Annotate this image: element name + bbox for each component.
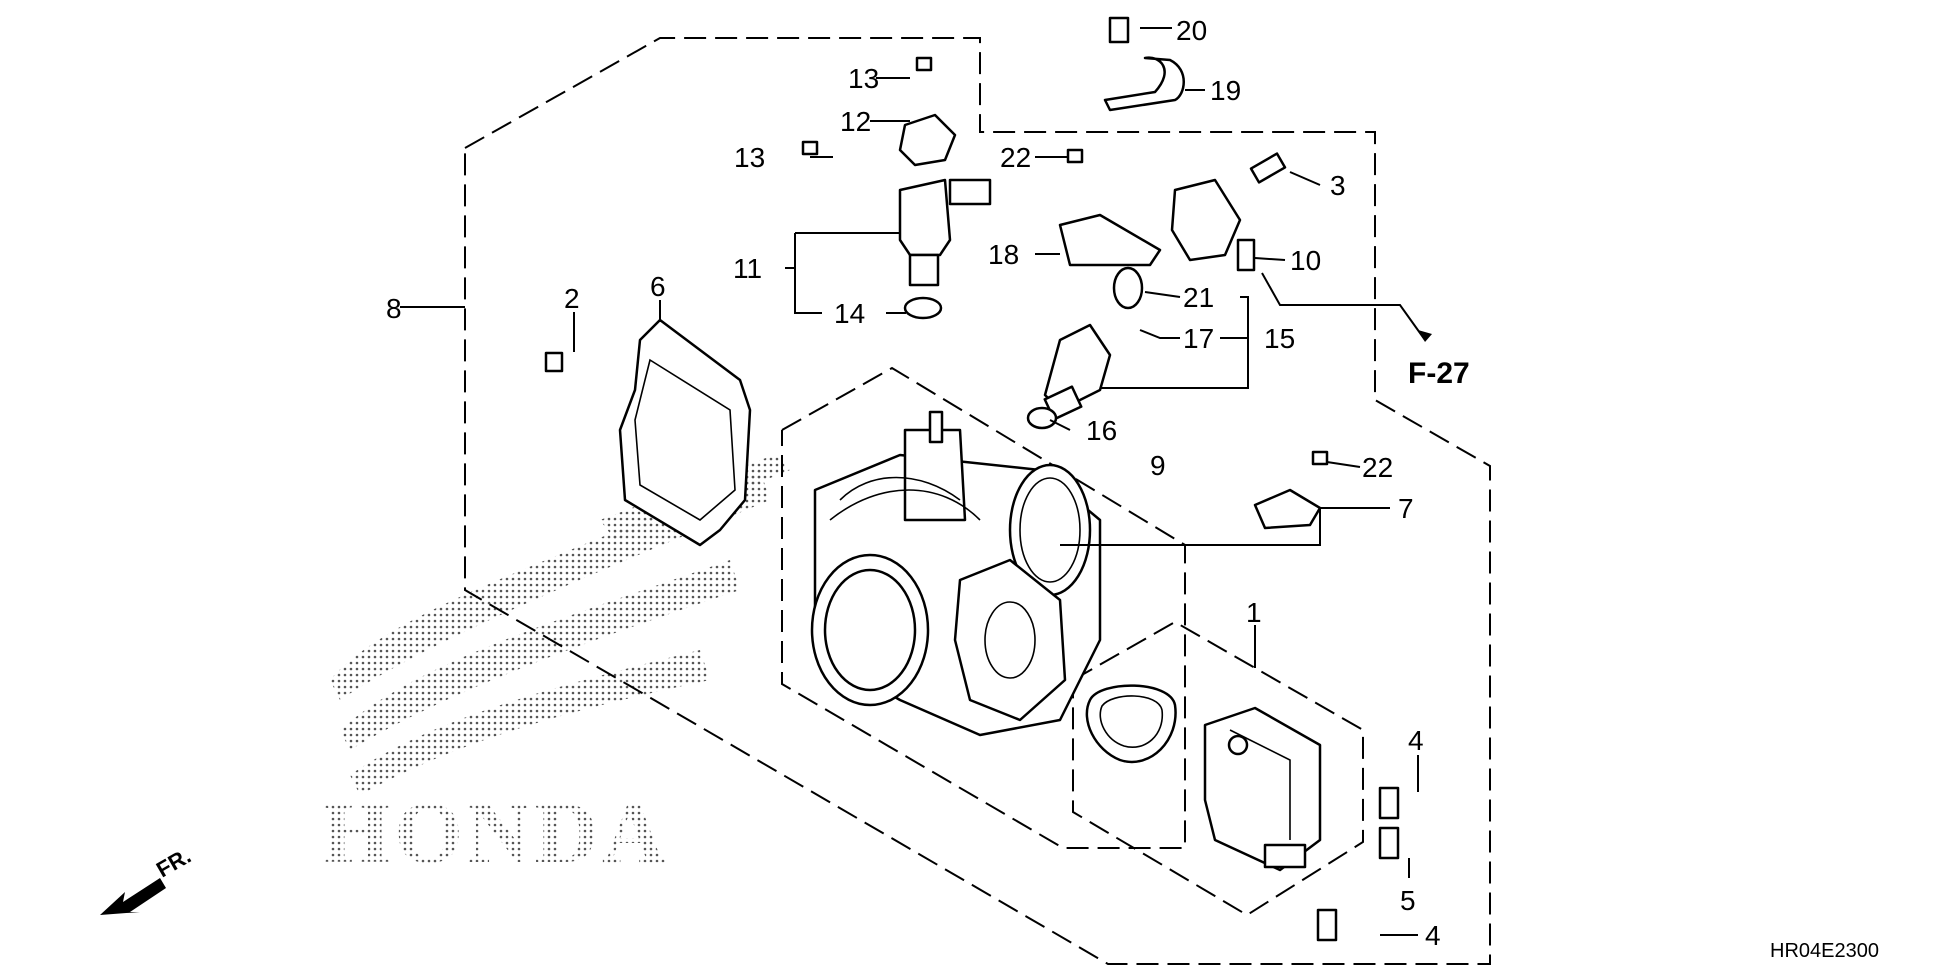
callout-13a: 13 <box>848 63 879 94</box>
leader-lines <box>400 27 1432 936</box>
callout-22b: 22 <box>1362 452 1393 483</box>
bolts <box>544 16 1400 942</box>
callout-3: 3 <box>1330 170 1346 201</box>
callouts: 8 2 6 11 14 13 12 13 22 18 20 19 3 10 21… <box>386 15 1441 951</box>
group-outlines <box>464 37 1491 965</box>
gasket <box>1085 684 1177 764</box>
callout-9: 9 <box>1150 450 1166 481</box>
plate-7 <box>1253 488 1322 530</box>
callout-16: 16 <box>1086 415 1117 446</box>
callout-1: 1 <box>1246 597 1262 628</box>
gasket-inner <box>1099 695 1163 748</box>
callout-22a: 22 <box>1000 142 1031 173</box>
reference-f27: F-27 <box>1408 357 1470 390</box>
callout-2: 2 <box>564 283 580 314</box>
callout-5: 5 <box>1400 885 1416 916</box>
callout-21: 21 <box>1183 282 1214 313</box>
callout-13b: 13 <box>734 142 765 173</box>
callout-4a: 4 <box>1408 725 1424 756</box>
throttle-body <box>810 410 1102 737</box>
outline-1 <box>1072 620 1364 917</box>
map-sensor <box>898 178 992 320</box>
callout-6: 6 <box>650 271 666 302</box>
sensor-cover <box>618 318 752 547</box>
callout-7: 7 <box>1398 493 1414 524</box>
outline-9 <box>781 366 1186 849</box>
callout-17: 17 <box>1183 323 1214 354</box>
iac-sensor <box>1170 178 1256 272</box>
callout-19: 19 <box>1210 75 1241 106</box>
callout-20: 20 <box>1176 15 1207 46</box>
clip-12 <box>898 113 957 167</box>
tp-sensor <box>1203 706 1322 872</box>
callout-15: 15 <box>1264 323 1295 354</box>
honda-watermark: HONDA <box>322 785 670 882</box>
front-direction-arrow <box>100 878 166 915</box>
bracket-18 <box>1058 213 1162 267</box>
callout-12: 12 <box>840 106 871 137</box>
diagram-code: HR04E2300 <box>1770 940 1879 962</box>
front-label: FR. <box>152 843 195 882</box>
callout-14: 14 <box>834 298 865 329</box>
callout-11: 11 <box>733 253 762 284</box>
outline-8 <box>464 37 1491 965</box>
callout-4b: 4 <box>1425 920 1441 951</box>
callout-8: 8 <box>386 293 402 324</box>
clamp-19 <box>1103 56 1185 112</box>
fuel-injector <box>1026 266 1144 430</box>
callout-10: 10 <box>1290 245 1321 276</box>
callout-18: 18 <box>988 239 1019 270</box>
